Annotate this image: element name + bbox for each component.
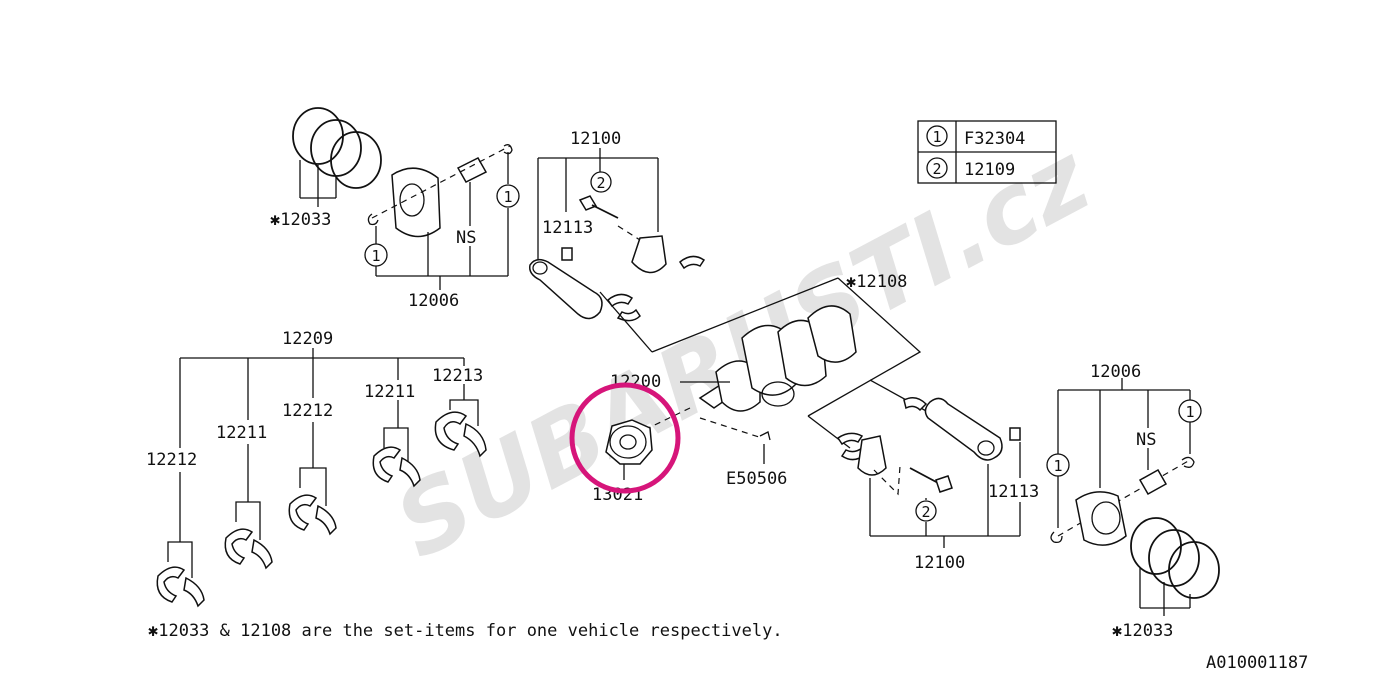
label-crankshaft: 12200 xyxy=(610,372,661,392)
conrod-cap xyxy=(631,235,667,274)
bearing-shell xyxy=(372,446,402,483)
piston-ring xyxy=(330,131,382,189)
circlip xyxy=(367,213,379,226)
label-bearing-set: 12209 xyxy=(282,329,333,349)
bearing-shell xyxy=(836,432,864,446)
circlip xyxy=(503,144,513,155)
conrod-nut xyxy=(1009,427,1021,441)
bearing-shell xyxy=(616,308,641,322)
label-conrod-bolt-bottom: 12113 xyxy=(988,482,1039,502)
label-bearing-a1: 12212 xyxy=(146,450,197,470)
label-key: E50506 xyxy=(726,469,787,489)
bearing-shell xyxy=(183,576,205,608)
crankshaft: 12200 xyxy=(610,305,857,433)
legend-marker-2: 2 xyxy=(932,160,941,178)
bearing-shell xyxy=(251,538,273,570)
crank-set-bracket: ✱12108 xyxy=(599,272,929,449)
bearing-shell xyxy=(224,528,254,565)
label-piston-rings-left: ✱12033 xyxy=(270,210,331,230)
piston-ring xyxy=(1168,541,1220,599)
label-ns-left: NS xyxy=(456,228,476,248)
piston-assembly-left: 1 1 NS ✱12033 12006 xyxy=(270,107,520,311)
label-piston-left: 12006 xyxy=(408,291,459,311)
label-conrod-bolt-top: 12113 xyxy=(542,218,593,238)
circlip xyxy=(1181,456,1195,468)
piston xyxy=(1075,491,1127,546)
piston-pin xyxy=(456,157,488,183)
marker-1-right-left: 1 xyxy=(1053,457,1062,475)
legend-table: 1 F32304 2 12109 xyxy=(917,120,1057,184)
bearing-shell xyxy=(315,504,337,536)
bearing-shell-thrust xyxy=(434,411,468,451)
drawing-id: A010001187 xyxy=(1206,653,1308,673)
woodruff-key: E50506 xyxy=(699,417,787,489)
conrod-cap xyxy=(857,435,887,476)
label-piston-right: 12006 xyxy=(1090,362,1141,382)
bearing-shell-thrust xyxy=(463,422,487,458)
bearing-shell xyxy=(903,397,928,412)
label-conrod-top: 12100 xyxy=(570,129,621,149)
watermark: SUBARUSTI.cz xyxy=(378,121,1108,580)
connecting-rod xyxy=(924,397,1003,461)
label-bearing-c: 12213 xyxy=(432,366,483,386)
conrod-assembly-top: 2 12100 12113 xyxy=(528,129,706,322)
footnote: ✱12033 & 12108 are the set-items for one… xyxy=(148,621,783,641)
label-bearing-b1: 12211 xyxy=(216,423,267,443)
legend-part-2: 12109 xyxy=(964,160,1015,180)
bearing-set: 12209 12212 12211 12212 12211 12213 xyxy=(146,329,487,608)
bearing-shell xyxy=(607,293,634,308)
piston-assembly-right: 1 1 NS 12006 ✱12033 xyxy=(1046,362,1220,641)
label-ns-right: NS xyxy=(1136,430,1156,450)
label-piston-rings-right: ✱12033 xyxy=(1112,621,1173,641)
label-bearing-a2: 12212 xyxy=(282,401,333,421)
marker-2-top: 2 xyxy=(596,174,605,192)
marker-2-bottom: 2 xyxy=(921,503,930,521)
label-crank-set: ✱12108 xyxy=(846,272,907,292)
circlip xyxy=(1050,531,1063,544)
marker-1-right-top: 1 xyxy=(1185,403,1194,421)
bearing-shell xyxy=(288,494,318,531)
highlight-circle xyxy=(569,382,681,494)
piston-ring xyxy=(292,107,344,165)
marker-1-left-bottom: 1 xyxy=(371,247,380,265)
label-bearing-b2: 12211 xyxy=(364,382,415,402)
conrod-bolt xyxy=(935,475,953,493)
connecting-rod xyxy=(528,258,603,320)
marker-1-left-top: 1 xyxy=(503,188,512,206)
piston-ring xyxy=(1130,517,1182,575)
piston xyxy=(391,167,441,238)
conrod-bolt xyxy=(578,195,598,211)
crank-sprocket: 13021 xyxy=(569,382,681,505)
conrod-nut xyxy=(561,247,573,261)
conrod-assembly-bottom: 2 12113 12100 xyxy=(836,397,1039,573)
label-conrod-bottom: 12100 xyxy=(914,553,965,573)
bearing-shell xyxy=(679,255,706,270)
piston-ring xyxy=(1148,529,1200,587)
bearing-shell xyxy=(399,456,421,488)
legend-marker-1: 1 xyxy=(932,128,941,146)
piston-pin xyxy=(1138,468,1168,496)
legend-part-1: F32304 xyxy=(964,129,1025,149)
bearing-shell xyxy=(156,566,186,603)
